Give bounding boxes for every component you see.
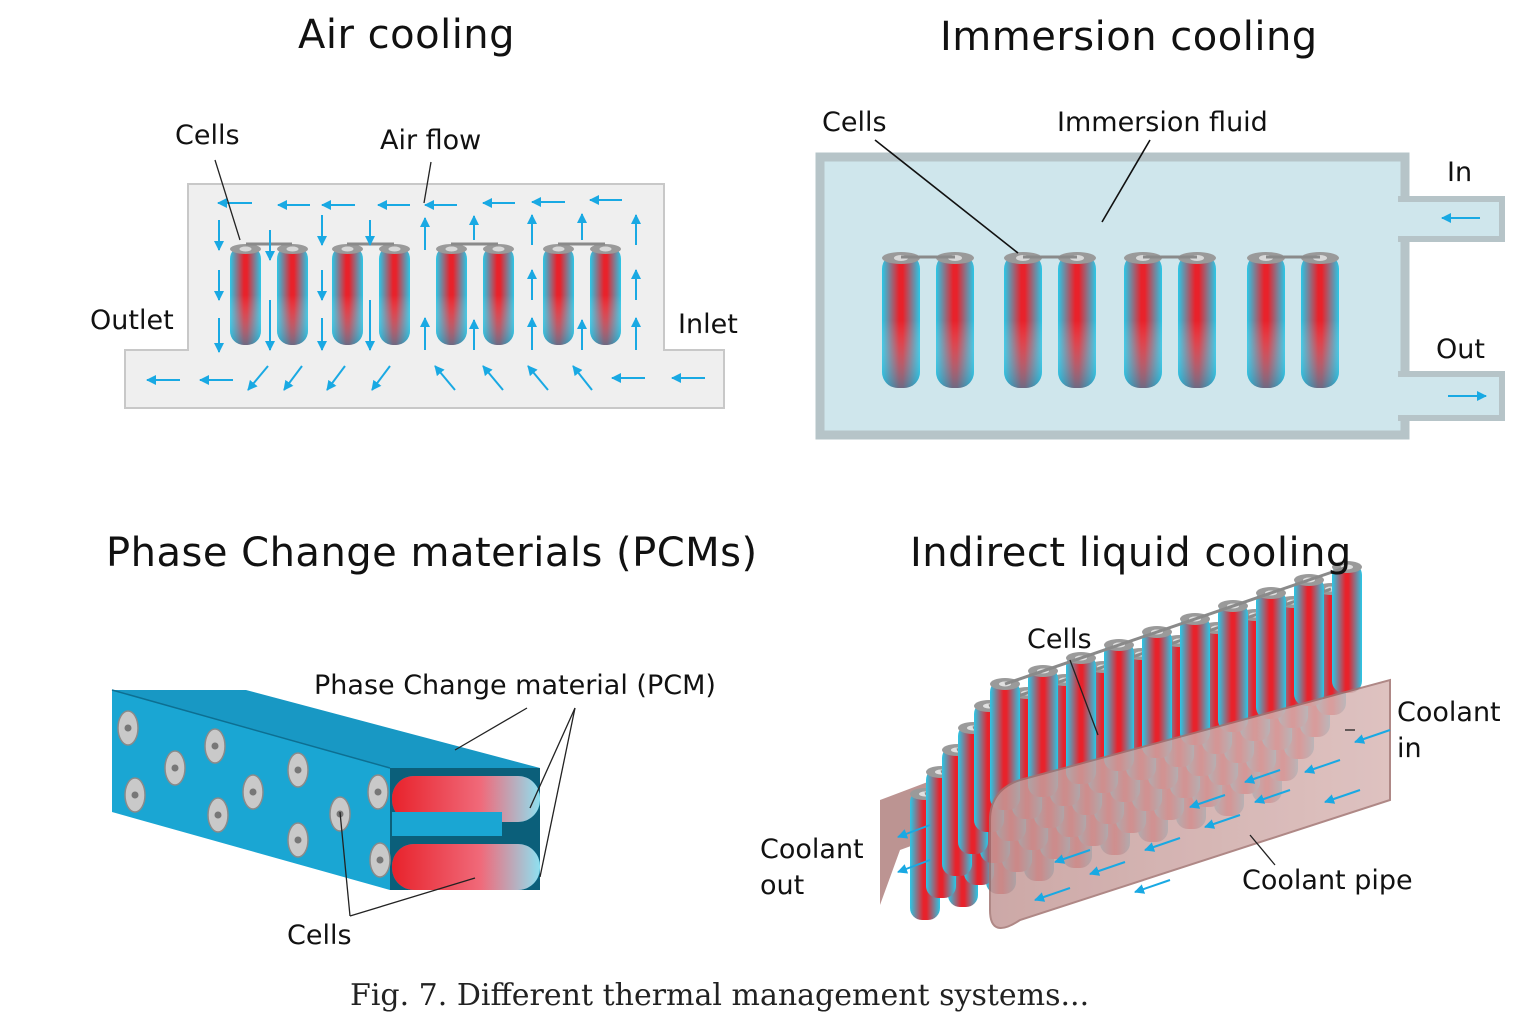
pcm-material-label: Phase Change material (PCM) — [314, 670, 716, 701]
coolant-in-label-1: Coolant — [1397, 697, 1501, 728]
immersion-fluid-label: Immersion fluid — [1057, 107, 1268, 138]
coolant-out-label-2: out — [760, 870, 805, 901]
immersion-cooling-diagram — [815, 139, 1505, 440]
air-duct — [124, 183, 725, 409]
air-flow-label: Air flow — [380, 125, 482, 156]
immersion-in-label: In — [1447, 157, 1473, 188]
inlet-label: Inlet — [678, 309, 738, 340]
indirect-cells-label: Cells — [1027, 624, 1092, 655]
pcm-block-top — [112, 690, 540, 768]
indirect-cell — [1218, 600, 1248, 732]
pcm-inner-cells — [392, 776, 540, 890]
air-cells-label: Cells — [175, 120, 240, 151]
pcm-leaders — [339, 707, 576, 917]
air-cells — [230, 242, 621, 345]
indirect-cooling-diagram — [880, 561, 1391, 929]
air-cooling-title: Air cooling — [298, 12, 516, 58]
indirect-cell — [1332, 561, 1362, 693]
figure-caption: Fig. 7. Different thermal management sys… — [350, 978, 1089, 1013]
air-cooling-diagram — [124, 159, 725, 409]
immersion-cells-label: Cells — [822, 107, 887, 138]
coolant-out-label-1: Coolant — [760, 834, 864, 865]
immersion-cooling-title: Immersion cooling — [940, 14, 1318, 60]
immersion-leaders — [874, 139, 1151, 254]
indirect-cell — [1294, 574, 1324, 706]
air-flow-arrows — [146, 195, 705, 391]
indirect-cooling-title: Indirect liquid cooling — [910, 530, 1352, 576]
indirect-leaders — [1069, 659, 1355, 866]
outlet-label: Outlet — [90, 305, 174, 336]
pcm-title: Phase Change materials (PCMs) — [106, 530, 758, 576]
immersion-out-label: Out — [1436, 334, 1485, 365]
pcm-diagram — [111, 689, 576, 917]
immersion-cells — [882, 252, 1339, 388]
immersion-inlet-pipe — [1398, 196, 1505, 242]
air-leaders — [214, 159, 432, 241]
indirect-arrows — [897, 729, 1391, 902]
caption-text: Fig. 7. Different thermal management sys… — [350, 978, 1090, 1013]
indirect-cell — [1142, 626, 1172, 758]
coolant-in-label-2: in — [1397, 733, 1422, 764]
immersion-arrows — [1441, 213, 1487, 401]
indirect-cell — [1256, 587, 1286, 719]
indirect-cell — [1180, 613, 1210, 745]
coolant-pipe-label: Coolant pipe — [1242, 865, 1413, 896]
pcm-cells-label: Cells — [287, 920, 352, 951]
indirect-connector — [1004, 565, 1348, 686]
